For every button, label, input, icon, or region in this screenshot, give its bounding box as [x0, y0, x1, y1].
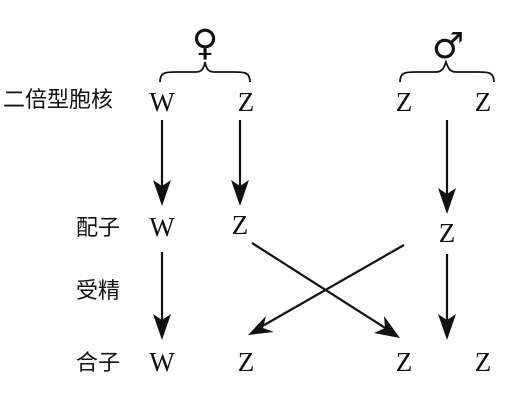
female-gamete-z: Z: [232, 210, 249, 240]
arrow-female-z-to-gamete: [231, 120, 249, 206]
male-brace: [399, 59, 495, 83]
arrow-female-w-to-gamete: [153, 120, 171, 206]
zygote-z-3: Z: [475, 347, 492, 377]
arrow-male-z-cross: [248, 244, 405, 335]
female-gamete-w: W: [149, 212, 175, 242]
row-label-zygote: 合子: [76, 351, 120, 376]
row-label-gamete: 配子: [76, 216, 120, 241]
male-symbol-icon: ♂: [432, 26, 464, 67]
zygote-z-1: Z: [238, 347, 255, 377]
female-nucleus-w: W: [149, 87, 175, 117]
zygote-z-2: Z: [396, 347, 413, 377]
female-brace: [159, 61, 251, 83]
male-gamete-z: Z: [439, 218, 456, 248]
arrow-female-z-cross: [251, 242, 400, 338]
row-label-diploid-nucleus: 二倍型胞核: [3, 88, 113, 113]
row-label-fertilization: 受精: [76, 279, 120, 304]
female-symbol-icon: ♀: [192, 23, 218, 64]
arrow-male-gamete-to-zygote: [438, 254, 456, 340]
arrow-w-gamete-to-zygote: [153, 252, 171, 340]
female-nucleus-z: Z: [238, 87, 255, 117]
arrow-male-to-gamete: [438, 120, 456, 214]
zygote-w: W: [149, 347, 175, 377]
male-nucleus-z-left: Z: [396, 87, 413, 117]
male-nucleus-z-right: Z: [475, 87, 492, 117]
